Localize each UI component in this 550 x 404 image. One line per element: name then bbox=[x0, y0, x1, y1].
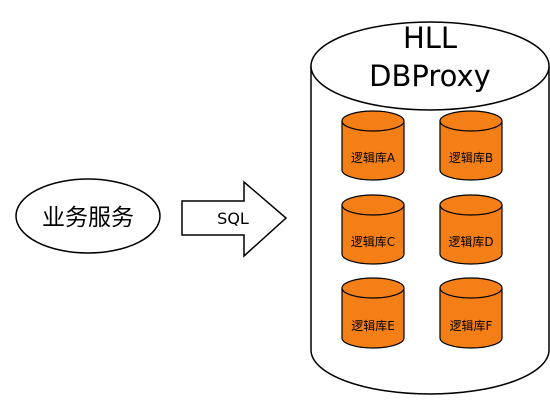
logical-db-d-top bbox=[439, 194, 503, 216]
logical-db-e-top bbox=[341, 277, 405, 299]
logical-db-a-top bbox=[341, 110, 405, 132]
dbproxy-cylinder-top bbox=[310, 21, 550, 111]
logical-db-a-label: 逻辑库A bbox=[351, 150, 396, 165]
logical-db-b-top bbox=[439, 110, 503, 132]
dbproxy-title-line2: DBProxy bbox=[369, 59, 491, 93]
logical-db-a: 逻辑库A bbox=[341, 110, 405, 181]
logical-db-c: 逻辑库C bbox=[341, 194, 405, 265]
sql-arrow-shape bbox=[181, 180, 288, 258]
logical-db-f-body bbox=[439, 288, 503, 349]
logical-db-d-body bbox=[439, 205, 503, 265]
logical-db-f-label: 逻辑库F bbox=[450, 318, 493, 333]
logical-db-b: 逻辑库B bbox=[439, 110, 503, 181]
logical-db-e: 逻辑库E bbox=[341, 277, 405, 349]
business-service-ellipse bbox=[15, 178, 161, 254]
logical-db-f-top bbox=[439, 277, 503, 299]
logical-db-d: 逻辑库D bbox=[439, 194, 503, 265]
logical-db-e-label: 逻辑库E bbox=[351, 318, 395, 333]
dbproxy-title-line1: HLL bbox=[403, 21, 457, 55]
logical-db-c-label: 逻辑库C bbox=[351, 234, 395, 249]
business-service-node: 业务服务 bbox=[15, 178, 161, 254]
logical-db-f: 逻辑库F bbox=[439, 277, 503, 349]
sql-arrow: SQL bbox=[181, 180, 288, 258]
logical-db-c-top bbox=[341, 194, 405, 216]
logical-db-a-body bbox=[341, 121, 405, 181]
sql-arrow-label: SQL bbox=[217, 209, 249, 228]
logical-db-d-label: 逻辑库D bbox=[448, 234, 493, 249]
business-service-label: 业务服务 bbox=[42, 205, 134, 231]
logical-db-e-body bbox=[341, 288, 405, 349]
logical-db-b-label: 逻辑库B bbox=[449, 150, 493, 165]
logical-db-b-body bbox=[439, 121, 503, 181]
logical-db-c-body bbox=[341, 205, 405, 265]
